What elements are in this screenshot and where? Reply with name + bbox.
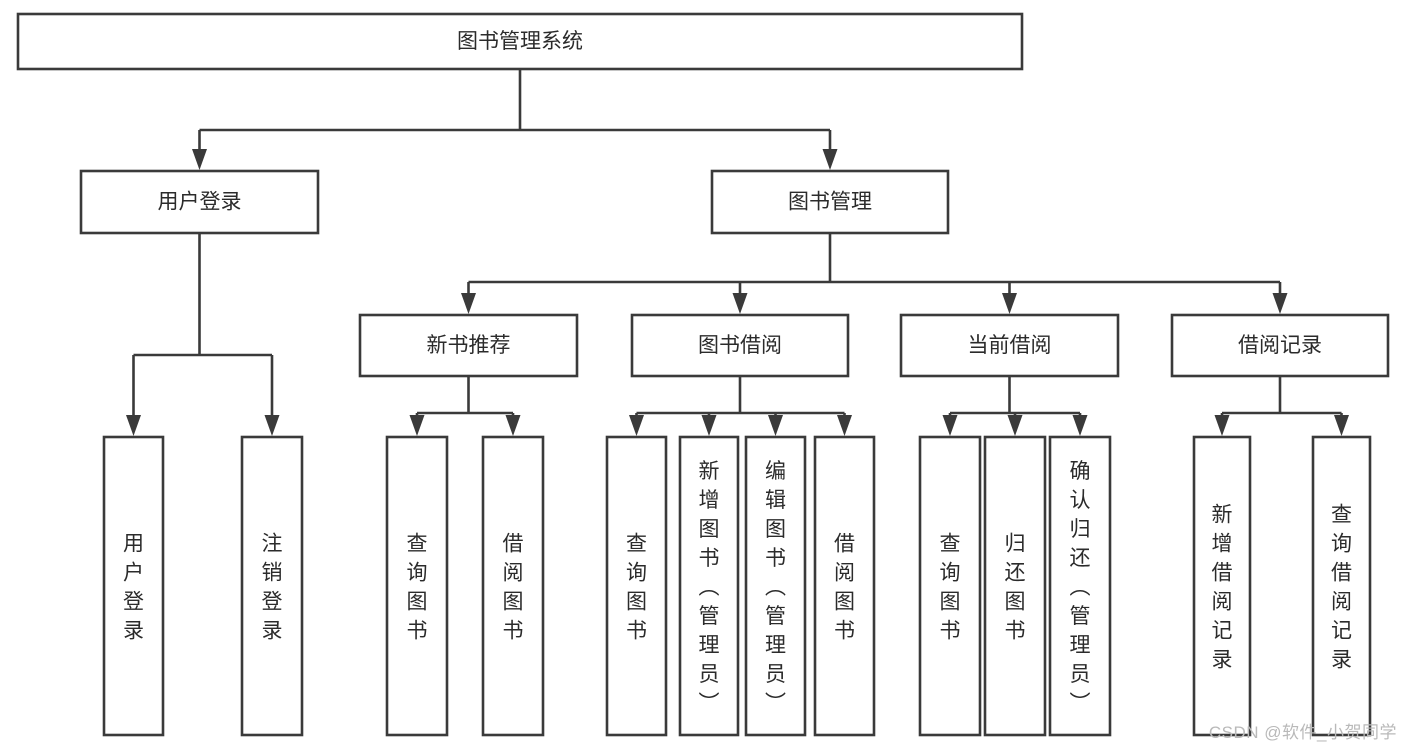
node-l-b-add[interactable]: 新增图书︵管理员︶ — [678, 435, 740, 737]
node-box — [240, 435, 304, 737]
node-box — [79, 169, 320, 235]
connector-layer — [126, 69, 1349, 436]
node-box — [1170, 313, 1390, 378]
connector-group — [192, 69, 838, 170]
node-box — [481, 435, 545, 737]
node-label: 注销登录 — [262, 533, 283, 643]
node-l-c-return[interactable]: 归还图书 — [983, 435, 1047, 737]
connector-group — [942, 376, 1088, 436]
node-l-c-confirm[interactable]: 确认归还︵管理员︶ — [1048, 435, 1112, 737]
node-label: 确认归还︵管理员︶ — [1070, 460, 1091, 715]
node-l-r-query[interactable]: 查询借阅记录 — [1311, 435, 1372, 737]
node-box — [813, 435, 876, 737]
node-label: 借阅记录 — [1238, 334, 1322, 357]
node-box — [899, 313, 1120, 378]
connector-arrowhead — [264, 415, 280, 436]
node-box — [1311, 435, 1372, 737]
connector-arrowhead — [1007, 415, 1023, 436]
node-l-r-add[interactable]: 新增借阅记录 — [1192, 435, 1252, 737]
node-label: 用户登录 — [123, 533, 144, 643]
node-label: 借阅图书 — [834, 533, 855, 643]
connector-arrowhead — [461, 293, 476, 314]
connector-arrowhead — [126, 415, 141, 436]
node-n-user-login[interactable]: 用户登录 — [79, 169, 320, 235]
node-n-records[interactable]: 借阅记录 — [1170, 313, 1390, 378]
connector-group — [409, 376, 521, 436]
node-n-current[interactable]: 当前借阅 — [899, 313, 1120, 378]
connector-arrowhead — [1334, 415, 1349, 436]
node-box — [678, 435, 740, 737]
node-label: 图书管理 — [788, 191, 872, 214]
connector-arrowhead — [1214, 415, 1230, 436]
node-label: 新书推荐 — [427, 334, 511, 357]
node-label: 归还图书 — [1005, 533, 1026, 643]
node-label: 查询图书 — [940, 533, 961, 643]
node-box — [385, 435, 449, 737]
node-l-nr-query[interactable]: 查询图书 — [385, 435, 449, 737]
node-l-c-query[interactable]: 查询图书 — [918, 435, 982, 737]
node-box — [102, 435, 165, 737]
node-l-logout[interactable]: 注销登录 — [240, 435, 304, 737]
node-root[interactable]: 图书管理系统 — [16, 12, 1024, 71]
connector-arrowhead — [768, 415, 783, 436]
connector-arrowhead — [629, 415, 644, 436]
connector-arrowhead — [837, 415, 852, 436]
node-n-borrow[interactable]: 图书借阅 — [630, 313, 850, 378]
connector-arrowhead — [1272, 293, 1288, 314]
node-box — [710, 169, 950, 235]
connector-arrowhead — [1002, 293, 1017, 314]
connector-group — [126, 233, 280, 436]
node-l-b-borrow[interactable]: 借阅图书 — [813, 435, 876, 737]
connector-arrowhead — [942, 415, 958, 436]
node-label: 查询借阅记录 — [1331, 504, 1352, 672]
node-label: 图书管理系统 — [457, 30, 583, 53]
node-box — [605, 435, 668, 737]
connector-group — [629, 376, 852, 436]
node-box — [744, 435, 807, 737]
node-n-book-mgmt[interactable]: 图书管理 — [710, 169, 950, 235]
connector-arrowhead — [732, 293, 748, 314]
node-box — [1192, 435, 1252, 737]
node-layer: 图书管理系统用户登录图书管理新书推荐图书借阅当前借阅借阅记录用户登录注销登录查询… — [16, 12, 1390, 737]
node-label: 新增借阅记录 — [1212, 504, 1233, 672]
node-box — [918, 435, 982, 737]
connector-arrowhead — [1072, 415, 1088, 436]
node-label: 借阅图书 — [503, 533, 524, 643]
connector-arrowhead — [192, 149, 207, 170]
node-label: 用户登录 — [158, 191, 242, 214]
node-box — [16, 12, 1024, 71]
connector-group — [461, 233, 1288, 314]
node-n-new-rec[interactable]: 新书推荐 — [358, 313, 579, 378]
connector-arrowhead — [701, 415, 717, 436]
connector-arrowhead — [822, 149, 838, 170]
node-label: 新增图书︵管理员︶ — [699, 460, 720, 715]
node-label: 编辑图书︵管理员︶ — [765, 460, 786, 715]
node-l-nr-borrow[interactable]: 借阅图书 — [481, 435, 545, 737]
connector-arrowhead — [409, 415, 425, 436]
node-label: 图书借阅 — [698, 334, 782, 357]
node-box — [358, 313, 579, 378]
node-box — [630, 313, 850, 378]
connector-arrowhead — [505, 415, 521, 436]
node-label: 查询图书 — [407, 533, 428, 643]
node-box — [983, 435, 1047, 737]
node-l-b-edit[interactable]: 编辑图书︵管理员︶ — [744, 435, 807, 737]
connector-group — [1214, 376, 1349, 436]
node-label: 当前借阅 — [968, 334, 1052, 357]
node-l-b-query[interactable]: 查询图书 — [605, 435, 668, 737]
node-label: 查询图书 — [626, 533, 647, 643]
node-l-user-login[interactable]: 用户登录 — [102, 435, 165, 737]
node-box — [1048, 435, 1112, 737]
